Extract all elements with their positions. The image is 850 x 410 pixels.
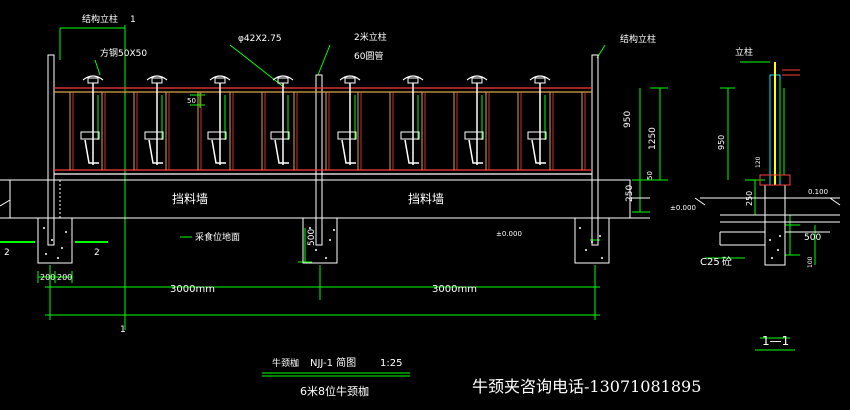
footings <box>37 217 610 264</box>
dim-50: 50 <box>187 97 196 105</box>
label-pipe-spec: φ42X2.75 <box>238 34 282 44</box>
label-feed-wall-2: 挡料墙 <box>408 192 444 206</box>
clamp-hinge <box>272 75 294 81</box>
clamp-hinge <box>82 75 104 81</box>
dim-span2: 3000mm <box>432 284 477 295</box>
clamp-hinge <box>466 75 488 81</box>
label-c25: C25 <box>700 257 720 268</box>
label-post-section: 立柱 <box>735 46 753 58</box>
clamp-hinge <box>471 77 483 84</box>
clamp-hinge <box>209 75 231 81</box>
label-round-pipe: 60圆管 <box>354 50 383 62</box>
clamp-hinge <box>402 75 424 81</box>
label-cut-right: 2 <box>94 248 100 258</box>
clamp-hinge <box>151 77 163 84</box>
lower-bracket <box>400 131 420 140</box>
dim-200a: 200 <box>40 273 55 282</box>
label-post-2m: 2米立柱 <box>354 31 387 43</box>
top-rails <box>54 87 592 175</box>
drawing-labels: 结构立柱 1 方钢50X50 φ42X2.75 2米立柱 60圆管 结构立柱 挡… <box>4 13 828 348</box>
label-section-mark: 1—1 <box>762 334 789 348</box>
section-view <box>694 62 841 266</box>
title-subtitle: 6米8位牛颈枷 <box>300 384 369 398</box>
dim-500: 500 <box>307 229 317 246</box>
label-feed-wall-1: 挡料墙 <box>172 192 208 206</box>
clamp-hinge <box>146 75 168 81</box>
clamp-hinge <box>529 75 551 81</box>
swing-arm <box>148 139 163 164</box>
title-block: 牛颈枷 NJJ-1 简图 1:25 6米8位牛颈枷 <box>262 356 410 398</box>
title-code: NJJ-1 简图 <box>310 356 356 369</box>
dim-s500: 500 <box>804 233 821 243</box>
dim-50b: 50 <box>646 171 654 180</box>
title-name: 牛颈枷 <box>272 357 299 369</box>
stanchion-bays <box>69 75 586 170</box>
dim-s100: 100 <box>807 256 814 268</box>
label-square-steel: 方钢50X50 <box>100 47 147 59</box>
dim-elev0b: ±0.000 <box>670 204 696 212</box>
swing-arm <box>531 139 546 164</box>
dim-s250: 250 <box>745 191 754 206</box>
clamp-hinge <box>339 75 361 81</box>
swing-arm <box>274 139 289 164</box>
clamp-hinge <box>534 77 546 84</box>
dim-200b: 200 <box>57 273 72 282</box>
dim-span1: 3000mm <box>170 284 215 295</box>
structural-posts <box>47 54 599 246</box>
lower-bracket <box>337 131 357 140</box>
label-feeding-floor: 采食位地面 <box>195 231 240 243</box>
label-section-num-top: 1 <box>130 15 136 25</box>
lower-bracket <box>144 131 164 140</box>
dim-950: 950 <box>623 111 633 128</box>
swing-arm <box>468 139 483 164</box>
dim-1250: 1250 <box>648 127 658 150</box>
dimension-lines <box>0 25 816 351</box>
clamp-hinge <box>344 77 356 84</box>
swing-arm <box>404 139 419 164</box>
clamp-hinge <box>87 77 99 84</box>
dim-s120: 120 <box>755 156 762 168</box>
contact-phone: 牛颈夹咨询电话-13071081895 <box>472 377 701 396</box>
swing-arm <box>84 139 99 164</box>
swing-arm <box>341 139 356 164</box>
clamp-hinge <box>214 77 226 84</box>
label-c25-suffix: 砼 <box>722 255 732 268</box>
lower-bracket <box>464 131 484 140</box>
dim-s0100: 0.100 <box>808 188 828 196</box>
lower-bracket <box>80 131 100 140</box>
dim-s950: 950 <box>717 135 726 150</box>
lower-bracket <box>270 131 290 140</box>
label-section-num-bottom: 1 <box>120 325 126 335</box>
dim-elev0: ±0.000 <box>496 230 522 238</box>
dim-250: 250 <box>625 185 635 202</box>
label-structural-post-right: 结构立柱 <box>620 33 656 45</box>
lower-bracket <box>527 131 547 140</box>
wall-and-ground <box>0 179 650 219</box>
lower-bracket <box>207 131 227 140</box>
clamp-hinge <box>277 77 289 84</box>
swing-arm <box>211 139 226 164</box>
label-structural-post-left: 结构立柱 <box>82 13 118 25</box>
label-cut-left: 2 <box>4 248 10 258</box>
title-scale: 1:25 <box>380 358 402 369</box>
clamp-hinge <box>407 77 419 84</box>
